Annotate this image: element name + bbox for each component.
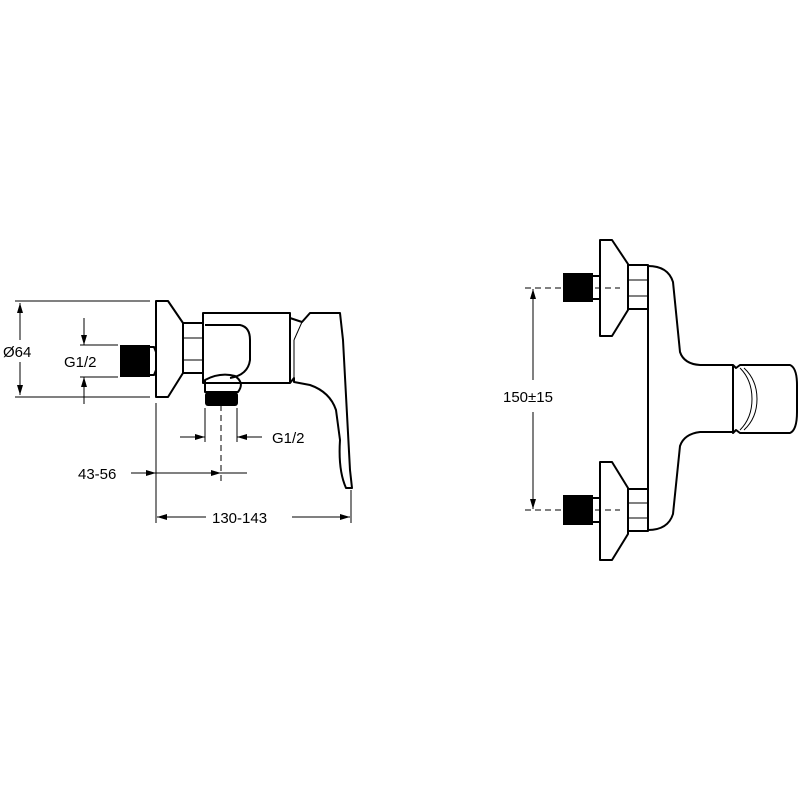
bottom-nut [627,488,649,532]
top-neck [593,275,600,300]
lever-edge [293,321,303,341]
mixer-body-front [647,265,733,531]
inlet-neck [150,346,157,376]
outlet-thread-label: G1/2 [272,430,305,447]
top-nut [627,264,649,310]
lever-handle [289,312,353,489]
handle-cap-curve [743,367,758,431]
overall-depth-label: 130-143 [212,510,267,527]
projection-label: 43-56 [78,466,116,483]
handle [732,364,798,434]
inlet-thread [120,345,150,377]
bottom-neck [593,497,600,523]
inlet-thread-label: G1/2 [64,354,97,371]
top-flange [599,239,629,337]
bottom-flange [599,461,629,561]
inlet-nut [182,322,204,374]
side-view [120,300,353,489]
side-view-dimensions: Ø64 G1/2 G1/2 43-56 130-143 [3,300,352,527]
center-distance-label: 150±15 [503,389,553,406]
outlet-collar [204,373,242,393]
wall-flange [155,300,184,398]
mixer-body [202,312,291,384]
diameter-label: Ø64 [3,344,31,361]
handle-cap-curve [739,367,753,431]
body-recess [205,324,251,379]
front-view: 150±15 [503,239,798,561]
